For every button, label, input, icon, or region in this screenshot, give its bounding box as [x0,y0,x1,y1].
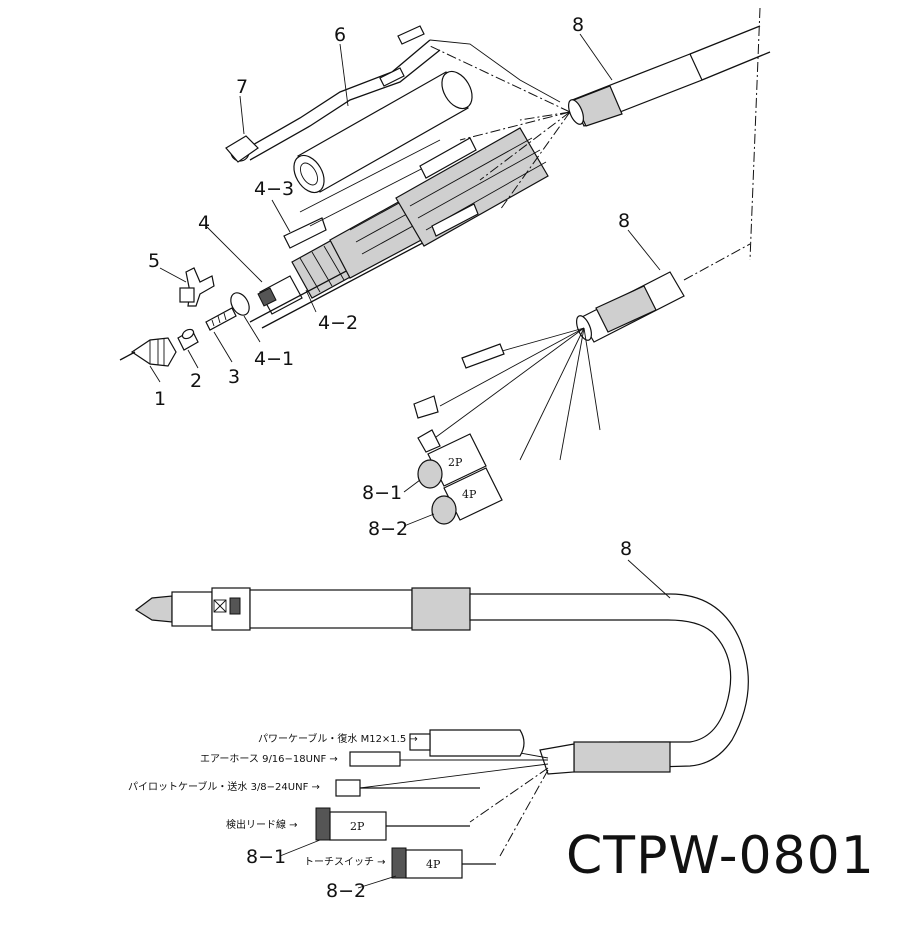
cable-fan-lines [429,45,571,211]
part-label-4: 4 [198,212,211,234]
spanner-part [179,267,215,307]
annotation-pilot-cable: パイロットケーブル・送水 3/8−24UNF → [128,782,320,793]
assembled-connector-2p: 2P [315,807,470,841]
assembled-view: 2P 4P [134,559,749,889]
torch-head-part [257,217,353,315]
leader-lines-upper [149,33,661,527]
part-label-1: 1 [154,388,167,410]
assembled-2p-mark: 2P [350,820,365,833]
part-label-2: 2 [190,370,203,392]
torch-cable-upper [568,7,771,261]
annotation-detection-lead: 検出リード線 → [226,820,298,831]
leader-lines-lower [279,559,671,889]
connector-2p-mark: 2P [448,456,463,469]
electrode-part [205,307,237,331]
part-label-4-2: 4−2 [318,312,359,334]
part-label-8-middle: 8 [618,210,631,232]
part-label-4-1: 4−1 [254,348,295,370]
assembled-branches [335,729,549,857]
connector-4p-exploded: 4P [431,467,503,525]
connector-4p-mark: 4P [462,488,477,501]
assembled-cable [249,587,749,775]
torch-cable-lower [576,243,751,343]
insulating-sleeve-part [293,70,473,194]
lower-cable-branches [413,327,601,461]
insulating-ring-part [230,292,250,316]
annotation-air-hose: エアーホース 9/16−18UNF → [200,754,338,765]
lead-wire-part [225,25,561,163]
assembled-connector-4p: 4P [391,847,496,879]
nozzle-cap-part [119,337,177,367]
exploded-view: 2P 4P [119,7,771,527]
model-number: CTPW-0801 [566,826,875,886]
assembled-4p-mark: 4P [426,858,441,871]
part-label-8-upper: 8 [572,14,585,36]
tip-part [177,328,199,351]
part-label-4-3: 4−3 [254,178,295,200]
assembled-torch-head [134,587,251,631]
part-label-7: 7 [236,76,249,98]
part-label-5: 5 [148,250,161,272]
part-label-8-2-upper: 8−2 [368,518,409,540]
part-label-8-1-lower: 8−1 [246,846,287,868]
part-label-8-2-lower: 8−2 [326,880,367,902]
part-label-6: 6 [334,24,347,46]
part-label-8-1-upper: 8−1 [362,482,403,504]
annotation-power-cable: パワーケーブル・復水 M12×1.5 → [258,734,418,745]
part-label-8-lower: 8 [620,538,633,560]
part-label-3: 3 [228,366,241,388]
connector-2p-exploded: 2P [417,433,487,489]
annotation-torch-switch: トーチスイッチ → [304,857,386,868]
